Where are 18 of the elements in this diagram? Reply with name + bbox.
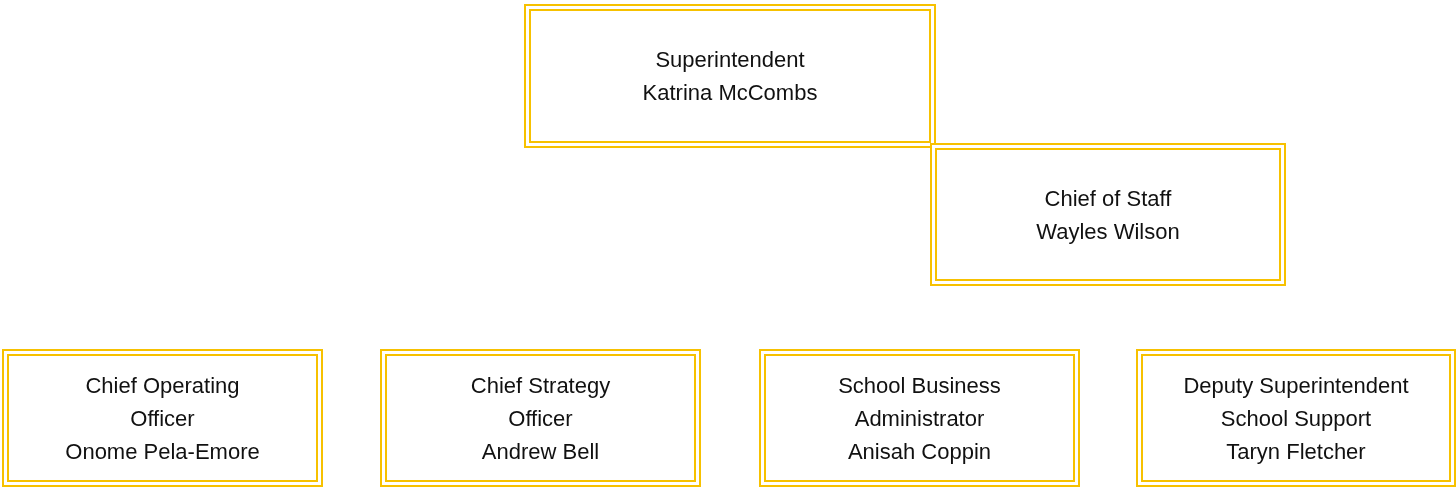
position-box bbox=[2, 349, 323, 487]
position-box bbox=[380, 349, 701, 487]
person-name: Katrina McCombs bbox=[642, 79, 818, 107]
position-box bbox=[759, 349, 1080, 487]
position-box bbox=[524, 4, 936, 148]
person-name: Taryn Fletcher bbox=[1226, 437, 1366, 466]
job-title: School Business Administrator bbox=[837, 371, 1002, 433]
person-name: Anisah Coppin bbox=[847, 437, 992, 466]
job-title: Superintendent bbox=[655, 46, 805, 74]
job-title: Chief of Staff bbox=[1044, 184, 1172, 213]
job-title: Chief Strategy Officer bbox=[469, 371, 612, 433]
job-title: Chief Operating Officer bbox=[84, 371, 241, 433]
person-name: Andrew Bell bbox=[481, 437, 600, 466]
job-title: Deputy Superintendent School Support bbox=[1182, 371, 1410, 433]
position-box bbox=[930, 143, 1286, 286]
person-name: Onome Pela-Emore bbox=[65, 437, 260, 466]
person-name: Wayles Wilson bbox=[1036, 217, 1180, 246]
position-box bbox=[1136, 349, 1456, 487]
